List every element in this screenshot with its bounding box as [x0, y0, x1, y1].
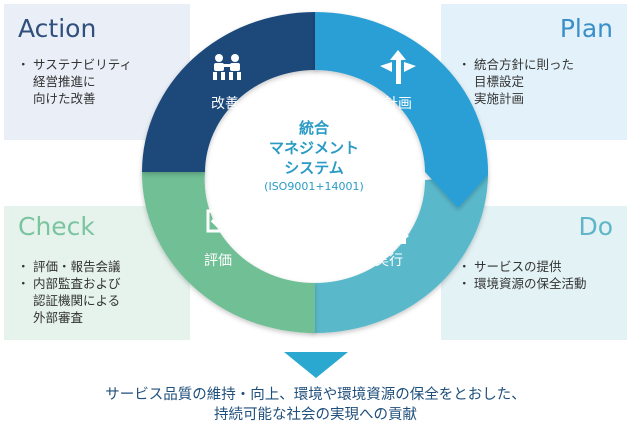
plan-title: Plan — [559, 14, 613, 43]
label-improve: 改善 — [211, 96, 239, 112]
label-plan: 計画 — [384, 96, 412, 112]
check-bullets: 評価・報告会議 内部監査および 認証機関による 外部審査 — [17, 258, 121, 326]
do-title: Do — [578, 212, 613, 241]
label-evaluate: 評価 — [204, 253, 232, 269]
check-bullet: 評価・報告会議 — [17, 258, 121, 275]
action-bullet: サステナビリティ 経営推進に 向けた改善 — [17, 56, 132, 107]
pdca-cycle — [141, 11, 489, 333]
plan-bullets: 統合方針に則った 目標設定 実施計画 — [458, 56, 574, 107]
signpost-icon — [380, 50, 416, 84]
bottom-line-1: サービス品質の維持・向上、環境や環境資源の保全をとおした、 — [105, 387, 526, 403]
segment-improve — [142, 12, 350, 172]
segment-evaluate — [141, 138, 315, 333]
center-label: 統合 マネジメント システム (ISO9001+14001) — [240, 118, 388, 193]
plan-bullet: 統合方針に則った 目標設定 — [458, 56, 574, 90]
bottom-line-2: 持続可能な社会の実現への貢献 — [214, 407, 417, 423]
action-title: Action — [18, 14, 97, 43]
check-box: Check 評価・報告会議 内部監査および 認証機関による 外部審査 — [4, 206, 190, 340]
down-arrow-icon — [284, 352, 348, 378]
label-execute: 実行 — [375, 253, 403, 269]
running-person-icon — [380, 218, 409, 244]
segment-plan — [315, 11, 489, 208]
people-icon — [213, 54, 241, 80]
do-bullet: サービスの提供 — [458, 258, 587, 275]
do-bullets: サービスの提供 環境資源の保全活動 — [458, 258, 587, 292]
center-subtitle: (ISO9001+14001) — [264, 180, 364, 193]
action-bullets: サステナビリティ 経営推進に 向けた改善 — [17, 56, 132, 107]
do-bullet: 環境資源の保全活動 — [458, 275, 587, 292]
segment-execute — [278, 175, 488, 333]
center-title: 統合 マネジメント システム — [268, 119, 359, 177]
check-title: Check — [18, 212, 95, 241]
action-box: Action サステナビリティ 経営推進に 向けた改善 — [4, 4, 190, 140]
bottom-statement: サービス品質の維持・向上、環境や環境資源の保全をとおした、 持続可能な社会の実現… — [0, 385, 631, 425]
checkbox-icon — [206, 206, 234, 233]
check-bullet: 内部監査および 認証機関による 外部審査 — [17, 275, 121, 326]
